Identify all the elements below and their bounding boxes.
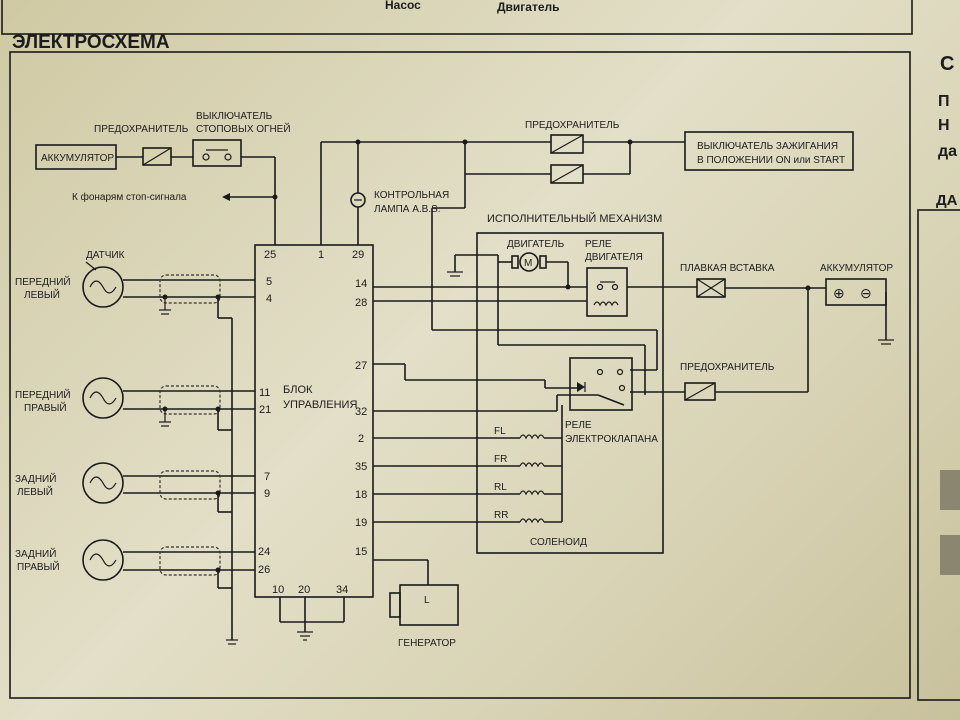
motor-relay-label-1: РЕЛЕ bbox=[585, 239, 612, 250]
solenoid-rr: RR bbox=[494, 510, 508, 521]
front-left-label-2: ЛЕВЫЙ bbox=[24, 288, 60, 301]
front-right-label-2: ПРАВЫЙ bbox=[24, 401, 67, 414]
brake-switch-label-2: СТОПОВЫХ ОГНЕЙ bbox=[196, 122, 291, 135]
solenoid-fl: FL bbox=[494, 426, 506, 437]
sensor-rear-left bbox=[82, 462, 255, 504]
brake-switch-box bbox=[192, 139, 242, 167]
warn-lamp-label-1: КОНТРОЛЬНАЯ bbox=[374, 190, 449, 201]
rear-left-label-2: ЛЕВЫЙ bbox=[17, 485, 53, 498]
side-line-4: ДА bbox=[936, 192, 958, 209]
pin-9: 9 bbox=[264, 488, 270, 500]
warn-lamp-label-2: ЛАМПА A.B.S. bbox=[374, 204, 441, 215]
pump-motor: M bbox=[511, 252, 547, 272]
generator-label: ГЕНЕРАТОР bbox=[398, 638, 456, 649]
section-title: ЭЛЕКТРОСХЕМА bbox=[12, 32, 170, 53]
side-image-1 bbox=[940, 470, 960, 510]
side-line-1: П bbox=[938, 93, 950, 110]
pin-34: 34 bbox=[336, 584, 348, 596]
motor-relay-box bbox=[586, 267, 628, 317]
sensor-rear-right bbox=[82, 539, 255, 581]
pin-25: 25 bbox=[264, 249, 276, 261]
actuator-label: ИСПОЛНИТЕЛЬНЫЙ МЕХАНИЗМ bbox=[487, 212, 662, 225]
pin-24: 24 bbox=[258, 546, 270, 558]
pin-32: 32 bbox=[355, 406, 367, 418]
control-unit-label-1: БЛОК bbox=[283, 384, 313, 396]
valve-relay-label-2: ЭЛЕКТРОКЛАПАНА bbox=[565, 434, 658, 445]
battery-plus: ⊕ bbox=[833, 285, 845, 301]
valve-relay-label-1: РЕЛЕ bbox=[565, 420, 592, 431]
pin-26: 26 bbox=[258, 564, 270, 576]
fuse-left-label: ПРЕДОХРАНИТЕЛЬ bbox=[94, 124, 189, 135]
pin-7: 7 bbox=[264, 471, 270, 483]
battery-left-label: АККУМУЛЯТОР bbox=[41, 153, 114, 164]
rear-left-label-1: ЗАДНИЙ bbox=[15, 472, 56, 485]
top-table-frame bbox=[1, 0, 913, 35]
pin-18: 18 bbox=[355, 489, 367, 501]
header-col-pump: Насос bbox=[385, 0, 421, 12]
side-image-2 bbox=[940, 535, 960, 575]
ignition-label-2: В ПОЛОЖЕНИИ ON или START bbox=[697, 155, 845, 166]
rear-right-label-1: ЗАДНИЙ bbox=[15, 547, 56, 560]
side-line-2: Н bbox=[938, 117, 950, 134]
pin-11: 11 bbox=[259, 387, 270, 399]
ignition-switch-box bbox=[684, 131, 854, 171]
battery-right-label: АККУМУЛЯТОР bbox=[820, 263, 893, 274]
to-stop-lamps-label: К фонарям стоп-сигнала bbox=[72, 191, 187, 203]
sensor-front-left bbox=[82, 266, 255, 315]
generator-l-label: L bbox=[424, 595, 430, 606]
fuse-right-label: ПРЕДОХРАНИТЕЛЬ bbox=[680, 362, 775, 373]
sensor-front-right bbox=[82, 377, 255, 427]
brake-switch-label-1: ВЫКЛЮЧАТЕЛЬ bbox=[196, 111, 273, 122]
pin-19: 19 bbox=[355, 517, 367, 529]
pin-1: 1 bbox=[318, 249, 324, 261]
ignition-label-1: ВЫКЛЮЧАТЕЛЬ ЗАЖИГАНИЯ bbox=[697, 141, 838, 152]
pin-27: 27 bbox=[355, 360, 367, 372]
pin-20: 20 bbox=[298, 584, 310, 596]
side-line-3: да bbox=[938, 143, 957, 160]
actuator-box bbox=[476, 232, 664, 554]
pin-10: 10 bbox=[272, 584, 284, 596]
control-unit-box bbox=[254, 244, 374, 598]
pin-28: 28 bbox=[355, 297, 367, 309]
svg-text:M: M bbox=[524, 258, 532, 269]
pin-29: 29 bbox=[352, 249, 364, 261]
pin-4: 4 bbox=[266, 293, 272, 305]
front-left-label-1: ПЕРЕДНИЙ bbox=[15, 275, 71, 288]
pin-2: 2 bbox=[358, 433, 364, 445]
header-col-motor: Двигатель bbox=[497, 0, 560, 14]
pin-14: 14 bbox=[355, 278, 367, 290]
solenoid-fr: FR bbox=[494, 454, 507, 465]
fusible-link-label: ПЛАВКАЯ ВСТАВКА bbox=[680, 263, 775, 274]
right-page-frame bbox=[917, 209, 960, 701]
control-unit-label-2: УПРАВЛЕНИЯ bbox=[283, 399, 357, 411]
front-right-label-1: ПЕРЕДНИЙ bbox=[15, 388, 71, 401]
solenoid-label: СОЛЕНОИД bbox=[530, 537, 587, 548]
valve-relay-box bbox=[569, 357, 633, 411]
pin-15: 15 bbox=[355, 546, 367, 558]
motor-relay-label-2: ДВИГАТЕЛЯ bbox=[585, 252, 643, 263]
side-letter-s: С bbox=[940, 53, 954, 75]
fuse-top-1 bbox=[550, 134, 584, 154]
pin-21: 21 bbox=[259, 404, 271, 416]
pin-5: 5 bbox=[266, 276, 272, 288]
pin-35: 35 bbox=[355, 461, 367, 473]
battery-minus: ⊖ bbox=[860, 285, 872, 301]
fuse-top-label: ПРЕДОХРАНИТЕЛЬ bbox=[525, 120, 620, 131]
solenoid-rl: RL bbox=[494, 482, 507, 493]
diagram-frame bbox=[9, 51, 911, 699]
motor-label: ДВИГАТЕЛЬ bbox=[507, 239, 565, 250]
rear-right-label-2: ПРАВЫЙ bbox=[17, 560, 60, 573]
sensor-label: ДАТЧИК bbox=[86, 250, 125, 261]
